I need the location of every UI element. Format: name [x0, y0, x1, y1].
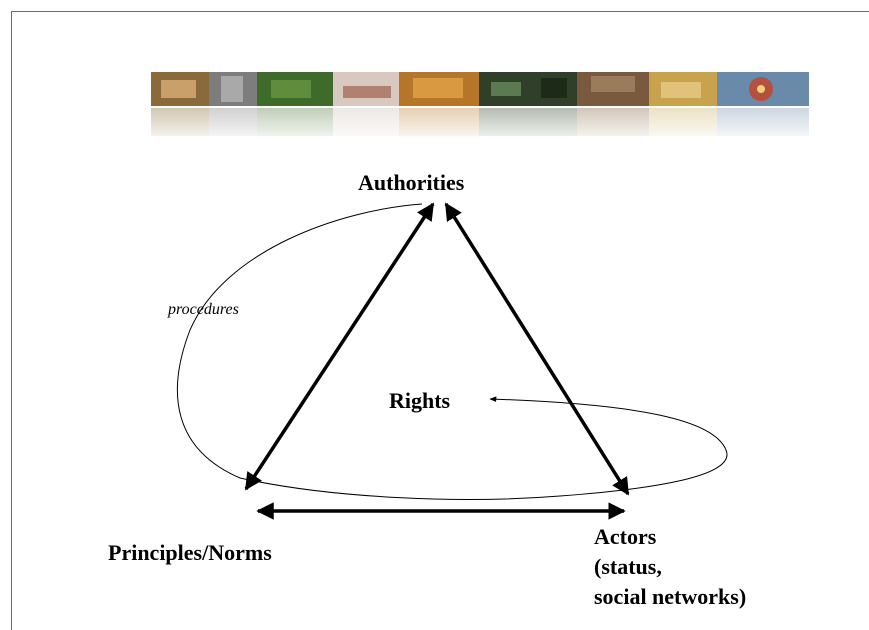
node-rights: Rights	[389, 388, 451, 413]
edge-authorities-principles	[244, 202, 435, 491]
node-principles-norms: Principles/Norms	[108, 540, 272, 565]
procedures-loop	[176, 203, 728, 500]
node-actors-line-2: (status,	[594, 554, 662, 579]
photo-banner	[151, 72, 809, 136]
edge-authorities-actors	[444, 202, 630, 496]
slide-frame-left	[11, 11, 12, 630]
node-actors-line-3: social networks)	[594, 584, 747, 609]
node-actors: Actors (status, social networks)	[594, 522, 746, 612]
node-authorities: Authorities	[358, 170, 465, 195]
edge-label-procedures: procedures	[168, 301, 239, 318]
node-actors-line-1: Actors	[594, 524, 657, 549]
slide-frame-top	[11, 11, 869, 12]
